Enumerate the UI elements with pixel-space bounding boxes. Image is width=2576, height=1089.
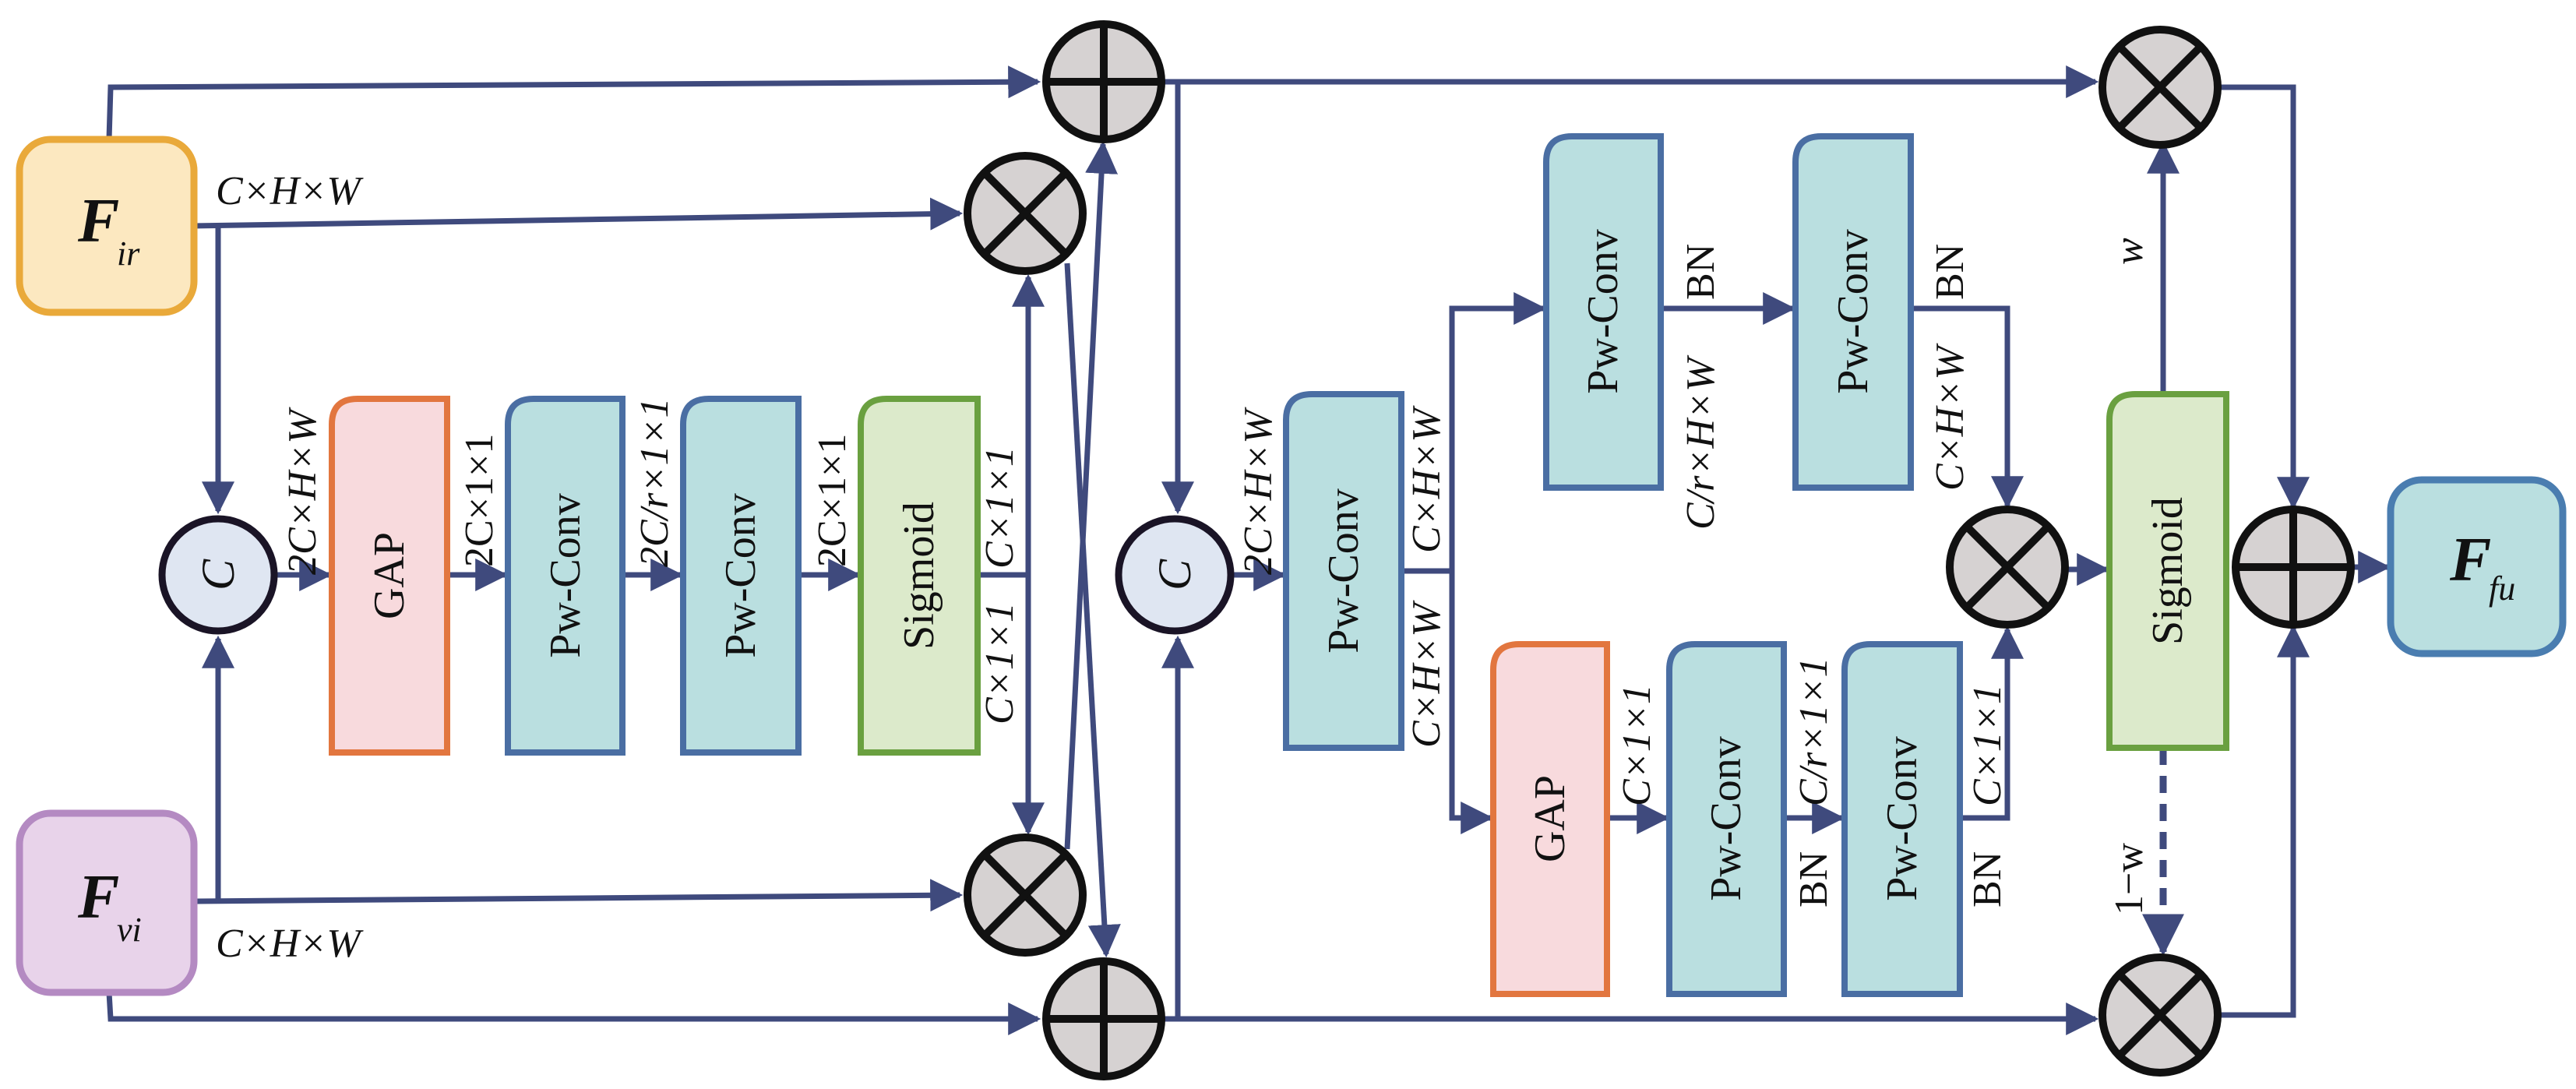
left-gap-in-label: 2C×H×W xyxy=(280,407,325,575)
edge-to-upper-pw xyxy=(1449,292,1547,571)
right-pwconv-label: Pw-Conv xyxy=(1320,488,1368,654)
connectors xyxy=(106,65,2391,1035)
add-node-bottom[interactable] xyxy=(1042,957,1165,1080)
left-pwconv-1-block[interactable]: Pw-Conv xyxy=(505,396,625,756)
upper-pwconv-1-label: Pw-Conv xyxy=(1579,229,1627,394)
output-fu-node[interactable]: F fu xyxy=(2387,476,2567,657)
output-symbol: F xyxy=(2449,526,2491,594)
add-node-right[interactable] xyxy=(2232,506,2355,629)
upper-pwconv-2-out-label: C×H×W xyxy=(1928,343,1972,491)
multiply-node-top-left[interactable] xyxy=(964,152,1087,275)
left-pwconv-2-block[interactable]: Pw-Conv xyxy=(680,396,802,756)
lower-gap-label: GAP xyxy=(1526,775,1574,862)
edge-to-lower-gap xyxy=(1449,571,1494,834)
inverse-weight-label: 1−w xyxy=(2107,843,2151,915)
edge-upper-pw2-to-mid-mult xyxy=(1911,305,2024,509)
upper-pwconv-1-norm: BN xyxy=(1679,244,1723,300)
edge-vi-to-bottom-mult xyxy=(193,879,964,912)
input-vi-shape-label: C×H×W xyxy=(216,922,364,966)
multiply-node-top-right[interactable] xyxy=(2099,26,2222,149)
left-split-top-label: C×1×1 xyxy=(978,446,1022,569)
lower-gap-block[interactable]: GAP xyxy=(1490,641,1610,997)
upper-pwconv-1-block[interactable]: Pw-Conv xyxy=(1543,133,1664,491)
left-gap-block[interactable]: GAP xyxy=(329,396,450,756)
multiply-node-bottom-right[interactable] xyxy=(2099,953,2222,1077)
edge-vi-to-bottom-add xyxy=(106,992,1041,1035)
lower-gap-out-label: C×1×1 xyxy=(1615,684,1659,806)
lower-pwconv-1-label: Pw-Conv xyxy=(1702,736,1750,901)
concat-right-label: C xyxy=(1149,559,1200,590)
lower-pwconv-2-norm: BN xyxy=(1965,851,2010,908)
lower-pwconv-1-out-label: C/r×1×1 xyxy=(1792,657,1836,806)
left-pwconv-2-label: Pw-Conv xyxy=(717,493,765,658)
concat-node-left[interactable]: C xyxy=(158,515,278,635)
left-split-bottom-label: C×1×1 xyxy=(978,602,1022,724)
lower-pwconv-2-block[interactable]: Pw-Conv xyxy=(1841,641,1963,997)
lower-pwconv-1-block[interactable]: Pw-Conv xyxy=(1666,641,1787,997)
lower-pwconv-1-norm: BN xyxy=(1792,851,1836,908)
edge-bottom-mult-to-top-add xyxy=(1064,140,1119,850)
edge-ir-to-top-add xyxy=(106,65,1041,140)
upper-pwconv-2-block[interactable]: Pw-Conv xyxy=(1792,133,1914,491)
input-ir-node[interactable]: F ir xyxy=(16,136,198,316)
add-node-top[interactable] xyxy=(1042,20,1165,143)
input-ir-shape-label: C×H×W xyxy=(216,169,364,213)
concat-right-out-label: 2C×H×W xyxy=(1236,407,1281,575)
left-pwconv-1-in-label: 2C×1×1 xyxy=(457,434,502,567)
upper-pwconv-2-label: Pw-Conv xyxy=(1829,229,1877,394)
output-subscript: fu xyxy=(2489,569,2515,608)
left-sigmoid-label: Sigmoid xyxy=(895,502,943,650)
multiply-node-bottom-left[interactable] xyxy=(964,833,1087,957)
lower-pwconv-2-label: Pw-Conv xyxy=(1878,736,1926,901)
right-sigmoid-block[interactable]: Sigmoid xyxy=(2106,391,2229,751)
left-gap-label: GAP xyxy=(365,532,414,619)
input-vi-subscript: vi xyxy=(117,911,142,949)
right-pwconv-block[interactable]: Pw-Conv xyxy=(1283,391,1404,751)
weight-label: w xyxy=(2107,238,2151,265)
edge-ir-to-top-mult xyxy=(193,197,964,231)
right-pwconv-out-top-label: C×H×W xyxy=(1404,405,1449,553)
upper-pwconv-1-out-label: C/r×H×W xyxy=(1679,354,1723,530)
input-ir-symbol: F xyxy=(77,187,119,256)
left-pwconv-2-in-label: 2C/r×1×1 xyxy=(633,397,677,567)
input-ir-subscript: ir xyxy=(117,234,140,273)
concat-left-label: C xyxy=(192,559,244,590)
lower-pwconv-2-out-label: C×1×1 xyxy=(1965,684,2010,806)
right-sigmoid-label: Sigmoid xyxy=(2144,497,2192,645)
right-pwconv-out-bottom-label: C×H×W xyxy=(1404,600,1449,748)
edge-top-right-mult-to-add xyxy=(2219,84,2310,510)
multiply-node-mid[interactable] xyxy=(1946,506,2069,629)
left-sigmoid-block[interactable]: Sigmoid xyxy=(858,396,981,756)
edge-bottom-right-mult-to-add xyxy=(2219,624,2310,1018)
input-vi-symbol: F xyxy=(77,863,119,932)
left-sigmoid-in-label: 2C×1×1 xyxy=(810,434,855,567)
input-vi-node[interactable]: F vi xyxy=(16,809,198,996)
upper-pwconv-2-norm: BN xyxy=(1928,244,1972,300)
left-pwconv-1-label: Pw-Conv xyxy=(541,493,590,658)
edge-lower-pw2-to-mid-mult xyxy=(1960,626,2024,821)
edge-top-mult-to-bottom-add xyxy=(1064,263,1121,958)
concat-node-right[interactable]: C xyxy=(1115,515,1235,635)
